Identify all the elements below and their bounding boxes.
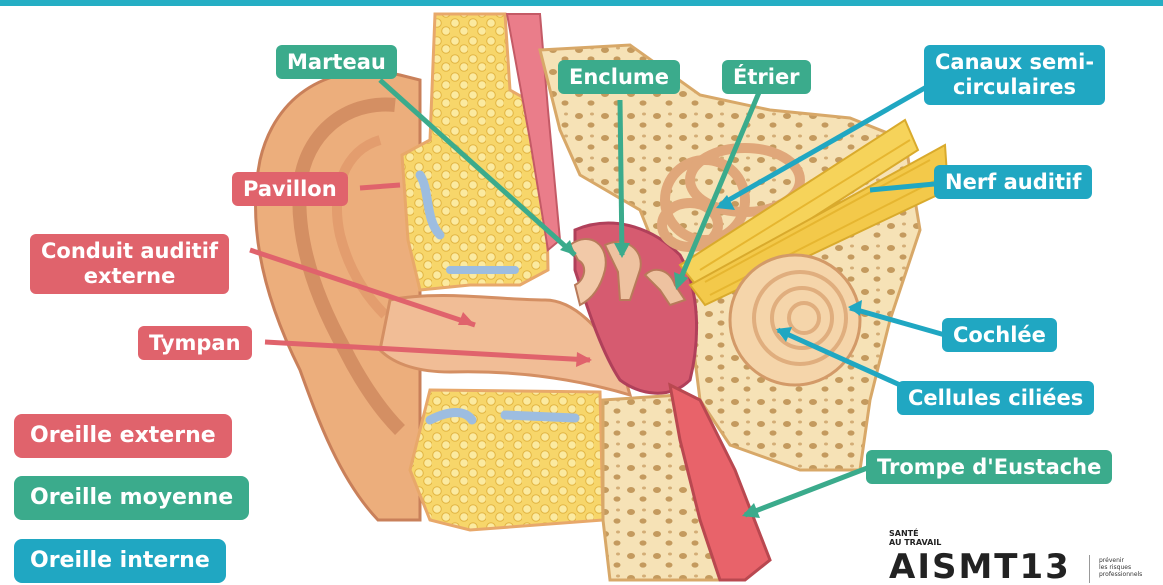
label-cochlee: Cochlée: [942, 318, 1057, 352]
label-tympan: Tympan: [138, 326, 252, 360]
label-enclume: Enclume: [558, 60, 680, 94]
cochlea-shape: [730, 255, 860, 385]
label-nerf-auditif: Nerf auditif: [934, 165, 1092, 199]
legend-oreille-interne: Oreille interne: [14, 539, 226, 583]
label-trompe-d-eustache: Trompe d'Eustache: [866, 450, 1112, 484]
legend-oreille-moyenne: Oreille moyenne: [14, 476, 249, 520]
label-etrier: Étrier: [722, 60, 811, 94]
label-canaux-semi-circulaires: Canaux semi- circulaires: [924, 45, 1105, 105]
pinna-shape: [256, 72, 420, 520]
legend-oreille-externe: Oreille externe: [14, 414, 232, 458]
logo-separator: [1089, 555, 1090, 583]
logo-motto: prévenir les risques professionnels: [1099, 557, 1142, 578]
label-conduit-auditif-externe: Conduit auditif externe: [30, 234, 229, 294]
label-marteau: Marteau: [276, 45, 397, 79]
aismt13-logo: SANTÉ AU TRAVAIL AISMT13 prévenir les ri…: [889, 525, 1163, 585]
logo-name: AISMT13: [889, 549, 1071, 585]
logo-tagline: SANTÉ AU TRAVAIL: [889, 529, 941, 547]
label-pavillon: Pavillon: [232, 172, 348, 206]
label-cellules-ciliees: Cellules ciliées: [897, 381, 1094, 415]
